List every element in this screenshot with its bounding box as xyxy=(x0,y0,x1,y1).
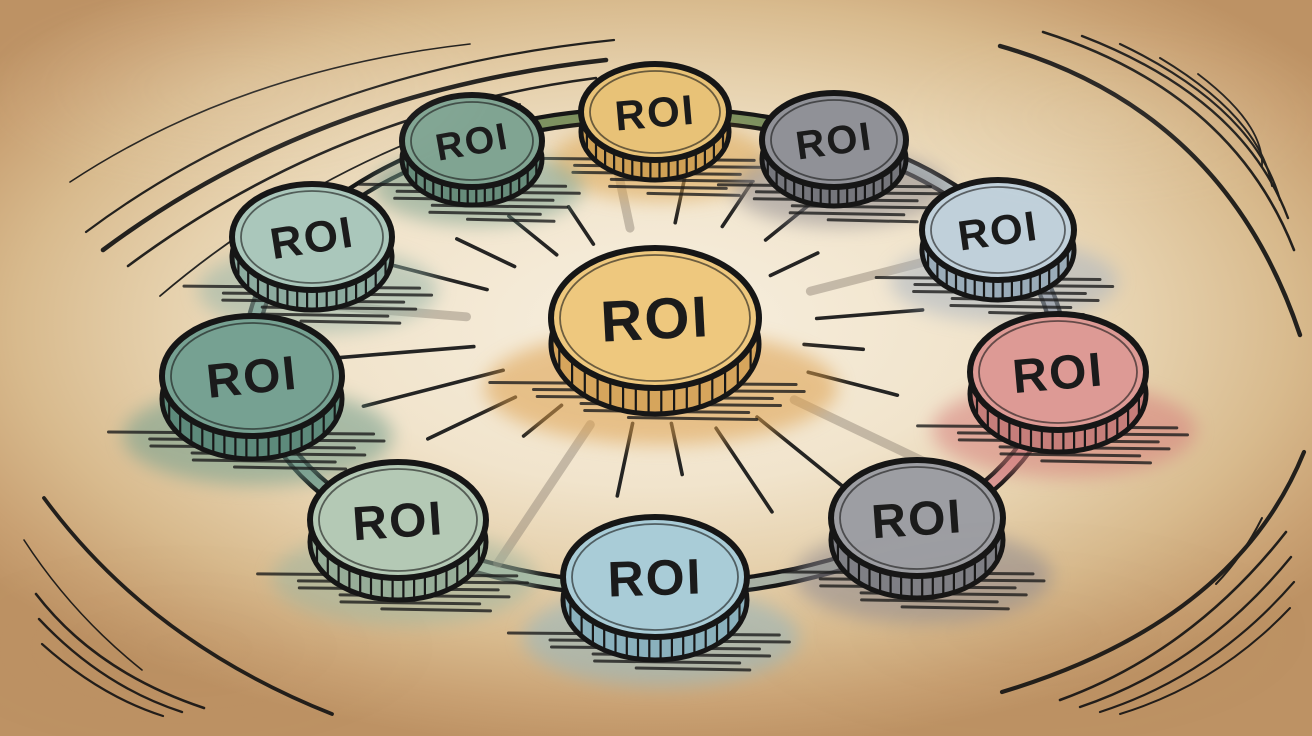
roi-coin-9: ROI xyxy=(358,92,583,226)
coin-hatch-line xyxy=(299,319,402,325)
coin-hatch-line xyxy=(608,184,728,190)
coin-hatch-line xyxy=(788,211,906,217)
coin-label: ROI xyxy=(1010,343,1106,404)
coin-face xyxy=(919,177,1077,283)
coin-hatch-line xyxy=(999,452,1142,458)
coin-hatch-line xyxy=(233,465,348,471)
coin-hatch-line xyxy=(860,598,999,604)
burst-ray xyxy=(814,308,925,321)
coin-inner-rim xyxy=(240,190,384,284)
coin-hatch-line xyxy=(380,607,492,613)
coin-hatch-line xyxy=(949,304,1073,309)
burst-ray xyxy=(714,426,774,514)
coin-hatch-line xyxy=(428,210,542,216)
coin-inner-rim xyxy=(589,70,721,154)
coin-face xyxy=(578,61,732,163)
coin-label: ROI xyxy=(955,202,1041,260)
burst-ray xyxy=(454,237,517,269)
coin-label: ROI xyxy=(607,548,704,607)
roi-coin-2: ROI xyxy=(874,177,1118,322)
coin-face xyxy=(828,457,1006,579)
burst-ray xyxy=(566,205,596,246)
coin-hatch-line xyxy=(260,312,390,318)
roi-coin-8: ROI xyxy=(182,181,438,334)
roi-coin-4: ROI xyxy=(778,457,1052,624)
coin-inner-rim xyxy=(559,254,751,382)
speed-lines-bottom-left xyxy=(23,496,334,718)
coin-inner-rim xyxy=(170,322,334,430)
coin-face xyxy=(967,311,1149,433)
roi-coin-3: ROI xyxy=(916,311,1196,478)
coin-inner-rim xyxy=(978,320,1138,424)
coin-hatch-line xyxy=(646,191,741,197)
roi-coin-6: ROI xyxy=(256,459,536,626)
coin-face xyxy=(229,181,395,293)
coin-inner-rim xyxy=(839,466,995,570)
coin-label: ROI xyxy=(599,284,711,355)
coin-face xyxy=(548,245,762,391)
coin-face xyxy=(307,459,489,581)
coin-inner-rim xyxy=(930,186,1066,274)
burst-ray xyxy=(768,251,820,278)
coin-hatch-line xyxy=(626,416,759,421)
burst-ray xyxy=(802,342,866,352)
coin-hatch-line xyxy=(1040,459,1152,465)
shadow-ray xyxy=(493,420,595,568)
coin-label: ROI xyxy=(613,86,697,140)
coin-hatch-line xyxy=(466,217,556,223)
coin-label: ROI xyxy=(870,490,965,549)
coin-hatch-line xyxy=(339,600,482,606)
burst-ray xyxy=(361,368,506,409)
coin-face xyxy=(560,514,750,640)
roi-coin-center: ROI xyxy=(484,245,838,445)
roi-coin-1: ROI xyxy=(716,90,948,227)
coin-label: ROI xyxy=(204,347,300,409)
coin-face xyxy=(759,90,909,190)
coin-inner-rim xyxy=(571,523,739,631)
coin-hatch-line xyxy=(900,605,1010,611)
coin-label: ROI xyxy=(793,114,875,168)
speed-lines-top-left xyxy=(69,38,616,297)
burst-ray xyxy=(315,344,476,362)
roi-coin-7: ROI xyxy=(107,313,393,486)
coin-face xyxy=(399,92,545,190)
roi-coin-0: ROI xyxy=(534,61,772,202)
coin-inner-rim xyxy=(410,101,534,181)
coin-hatch-line xyxy=(826,218,919,224)
speed-lines-bottom-right xyxy=(999,449,1307,715)
roi-coin-5: ROI xyxy=(506,514,799,687)
coin-hatch-line xyxy=(634,666,752,672)
coin-label: ROI xyxy=(351,492,446,551)
coin-inner-rim xyxy=(318,468,478,572)
coin-inner-rim xyxy=(770,99,898,181)
coin-face xyxy=(159,313,345,439)
speed-lines-top-right xyxy=(997,30,1303,338)
